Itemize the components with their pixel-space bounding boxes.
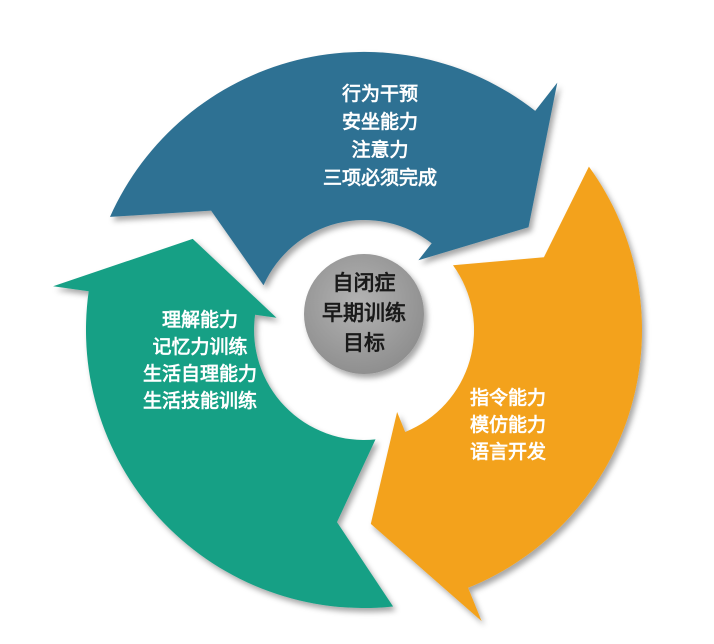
center-line-1: 自闭症 [333,271,396,295]
segment-text-top: 行为干预 安坐能力 注意力 三项必须完成 [323,82,437,189]
segment-text-left: 理解能力 记忆力训练 生活自理能力 生活技能训练 [143,308,257,412]
segments-layer [53,51,643,622]
right-line-1: 指令能力 [470,386,546,409]
left-line-2: 记忆力训练 [152,335,247,358]
right-line-2: 模仿能力 [470,413,546,436]
segment-text-right: 指令能力 模仿能力 语言开发 [470,386,547,463]
arrow-segment-top [110,51,558,286]
left-line-1: 理解能力 [162,308,238,331]
top-line-1: 行为干预 [341,82,418,105]
left-line-3: 生活自理能力 [143,362,257,385]
center-line-2: 早期训练 [322,301,406,325]
arrow-segment-right [370,166,643,622]
center-line-3: 目标 [343,331,385,355]
left-line-4: 生活技能训练 [143,389,257,412]
center-circle [304,254,424,374]
center-label: 自闭症 早期训练 目标 [322,271,406,355]
top-line-2: 安坐能力 [342,110,418,133]
arrow-segment-left [53,238,394,609]
top-line-4: 三项必须完成 [323,166,437,189]
top-line-3: 注意力 [351,138,408,161]
right-line-3: 语言开发 [470,440,547,463]
